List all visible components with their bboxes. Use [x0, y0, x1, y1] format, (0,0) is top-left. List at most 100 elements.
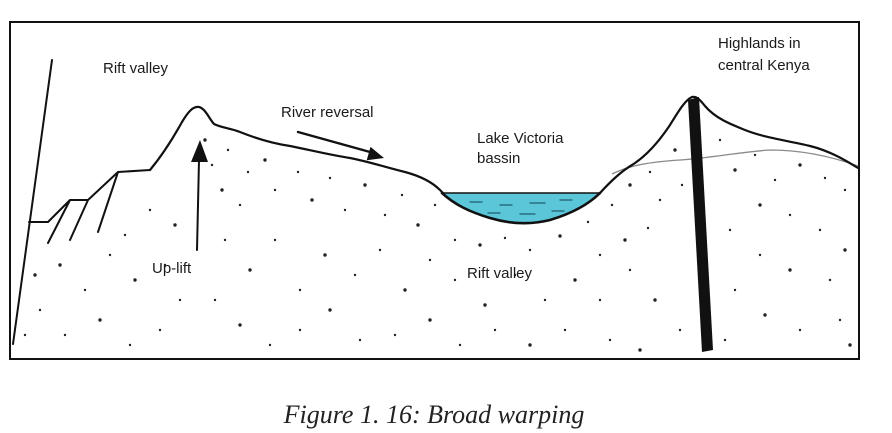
stipple-dot: [378, 248, 382, 252]
stipple-dot: [788, 268, 792, 272]
stipple-dot: [513, 273, 517, 277]
stipple-dot: [653, 298, 657, 302]
stipple-dot: [608, 338, 612, 342]
stipple-dot: [628, 183, 632, 187]
uplifted-surface: [148, 105, 445, 195]
stipple-dot: [598, 253, 602, 257]
stipple-dot: [563, 328, 567, 332]
highlands-surface: [598, 95, 860, 195]
uplift-arrow-head: [191, 140, 208, 162]
stipple-dot: [58, 263, 62, 267]
lake-basin-outline: [440, 191, 602, 225]
lake-ripples: [469, 199, 573, 215]
label-river-reversal: River reversal: [281, 104, 374, 121]
stipple-dot: [543, 298, 547, 302]
stipple-dot: [213, 298, 217, 302]
stipple-dot: [403, 288, 407, 292]
stipple-dot: [173, 223, 177, 227]
stipple-dot: [638, 348, 642, 352]
stipple-dot: [23, 333, 27, 337]
stipple-dot: [610, 203, 614, 207]
stipple-dot: [358, 338, 362, 342]
figure-frame: [9, 21, 860, 360]
stipple-dot: [843, 188, 847, 192]
stipple-dot: [843, 248, 847, 252]
stipple-dot: [33, 273, 37, 277]
uplift-arrow: [191, 140, 208, 251]
stipple-dot: [210, 163, 214, 167]
stipple-dot: [828, 278, 832, 282]
stipple-dot: [680, 183, 684, 187]
stipple-dot: [328, 308, 332, 312]
stipple-dot: [718, 138, 722, 142]
river-reversal-arrow: [296, 130, 384, 161]
ground-stipple: [23, 138, 852, 352]
label-highlands-line2: central Kenya: [718, 57, 810, 74]
stipple-dot: [823, 176, 827, 180]
stipple-dot: [400, 193, 404, 197]
highland-fault-bar: [688, 97, 713, 352]
stipple-dot: [298, 288, 302, 292]
stipple-dot: [733, 168, 737, 172]
figure-caption: Figure 1. 16: Broad warping: [283, 400, 585, 429]
river-reversal-arrow-shaft: [296, 130, 372, 154]
rift-fault-line: [12, 59, 53, 345]
stipple-dot: [478, 243, 482, 247]
step-faults: [28, 169, 151, 244]
stipple-dot: [38, 308, 42, 312]
stipple-dot: [178, 298, 182, 302]
stipple-dot: [728, 228, 732, 232]
stipple-dot: [148, 208, 152, 212]
stipple-dot: [773, 178, 777, 182]
stipple-dot: [758, 253, 762, 257]
stipple-dot: [343, 208, 347, 212]
stipple-dot: [353, 273, 357, 277]
old-surface-line: [611, 149, 859, 175]
stipple-dot: [98, 318, 102, 322]
stipple-dot: [363, 183, 367, 187]
river-reversal-arrow-head: [366, 146, 384, 161]
stipple-dot: [458, 343, 462, 347]
stipple-dot: [453, 238, 457, 242]
stipple-dot: [428, 258, 432, 262]
stipple-dot: [298, 328, 302, 332]
stipple-dot: [128, 343, 132, 347]
stipple-dot: [798, 163, 802, 167]
stipple-dot: [246, 170, 250, 174]
stipple-dot: [528, 343, 532, 347]
stipple-dot: [428, 318, 432, 322]
stipple-dot: [220, 188, 224, 192]
stipple-dot: [586, 220, 590, 224]
stipple-dot: [558, 234, 562, 238]
stipple-dot: [310, 198, 314, 202]
stipple-dot: [133, 278, 137, 282]
stipple-dot: [263, 158, 267, 162]
stipple-dot: [238, 203, 242, 207]
stipple-dot: [623, 238, 627, 242]
stipple-dot: [678, 328, 682, 332]
stipple-dot: [63, 333, 67, 337]
stipple-dot: [453, 278, 457, 282]
stipple-dot: [383, 213, 387, 217]
stipple-dot: [123, 233, 127, 237]
label-uplift: Up-lift: [152, 260, 192, 277]
stipple-dot: [163, 263, 167, 267]
stipple-dot: [416, 223, 420, 227]
stipple-dot: [573, 278, 577, 282]
stipple-dot: [226, 148, 230, 152]
stipple-dot: [483, 303, 487, 307]
stipple-dot: [818, 228, 822, 232]
stipple-dot: [323, 253, 327, 257]
stipple-dot: [433, 203, 437, 207]
stipple-dot: [723, 338, 727, 342]
stipple-dot: [848, 343, 852, 347]
stipple-dot: [158, 328, 162, 332]
stipple-dot: [273, 188, 277, 192]
stipple-dot: [238, 323, 242, 327]
stipple-dot: [108, 253, 112, 257]
stipple-dot: [248, 268, 252, 272]
stipple-dot: [673, 148, 677, 152]
stipple-dot: [733, 288, 737, 292]
stipple-dot: [393, 333, 397, 337]
